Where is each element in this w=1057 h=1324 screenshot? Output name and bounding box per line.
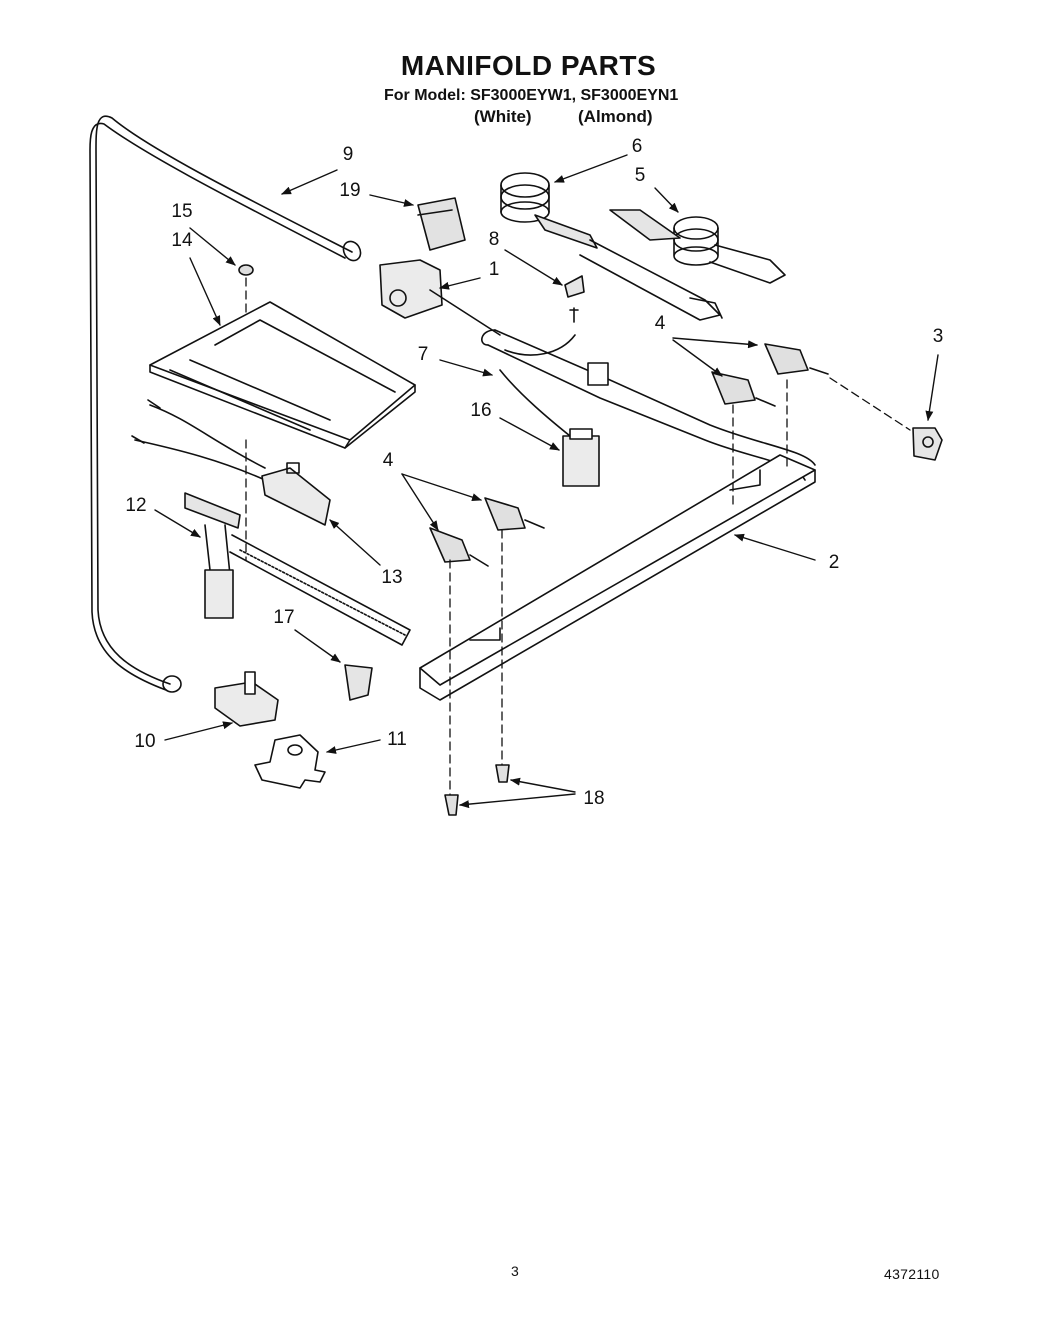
callout-17: 17 [273, 607, 294, 628]
callout-7: 7 [418, 344, 429, 365]
manifold-pipe-part-7 [481, 329, 816, 481]
screws-part-18 [444, 764, 510, 816]
wire-leads [131, 399, 266, 481]
label-part-19 [417, 197, 466, 251]
variant-almond: (Almond) [578, 107, 653, 126]
orifice-valve-part-4-right [711, 343, 829, 407]
document-number: 4372110 [884, 1266, 940, 1282]
callout-13: 13 [381, 567, 402, 588]
callout-18: 18 [583, 788, 604, 809]
bracket-part-10 [214, 671, 279, 727]
gas-tube-part-9 [89, 115, 362, 693]
oven-burner-part-12 [184, 492, 411, 646]
callout-10: 10 [134, 731, 155, 752]
igniter-module-part-16 [562, 428, 600, 487]
callout-1: 1 [489, 259, 500, 280]
callout-14: 14 [171, 230, 193, 251]
valve-part-1 [379, 259, 501, 336]
callout-leaders [154, 154, 939, 809]
bracket-part-8 [564, 275, 585, 323]
callout-3: 3 [933, 326, 944, 347]
manifold-rail-part-2 [419, 454, 816, 701]
strap-part-11 [254, 734, 326, 789]
callout-15: 15 [171, 201, 192, 222]
callout-4-lower: 4 [383, 450, 394, 471]
heat-shield-part-14 [149, 301, 416, 449]
assembly-guide-lines [245, 277, 911, 796]
model-line: For Model: SF3000EYW1, SF3000EYN1 [384, 87, 679, 104]
clip-part-3 [912, 427, 943, 461]
callout-2: 2 [829, 552, 840, 573]
callout-8: 8 [489, 229, 500, 250]
callout-9: 9 [343, 144, 354, 165]
nut-part-15 [238, 264, 254, 276]
callout-16: 16 [470, 400, 491, 421]
variant-white: (White) [474, 107, 532, 126]
burner-part-6 [500, 172, 723, 321]
callout-12: 12 [125, 495, 146, 516]
callout-5: 5 [635, 165, 646, 186]
callout-19: 19 [339, 180, 360, 201]
clip-part-17 [344, 664, 373, 701]
callout-11: 11 [387, 729, 407, 750]
orifice-valve-part-4-left [429, 497, 545, 567]
page-title: MANIFOLD PARTS [400, 50, 657, 81]
burner-part-5 [609, 209, 786, 284]
callout-4-upper: 4 [655, 313, 666, 334]
callout-labels: 9 19 15 14 6 5 8 1 7 4 3 16 4 12 13 17 2… [125, 136, 943, 809]
callout-6: 6 [632, 136, 643, 157]
igniter-part-13 [261, 462, 331, 526]
page-number: 3 [511, 1263, 519, 1279]
